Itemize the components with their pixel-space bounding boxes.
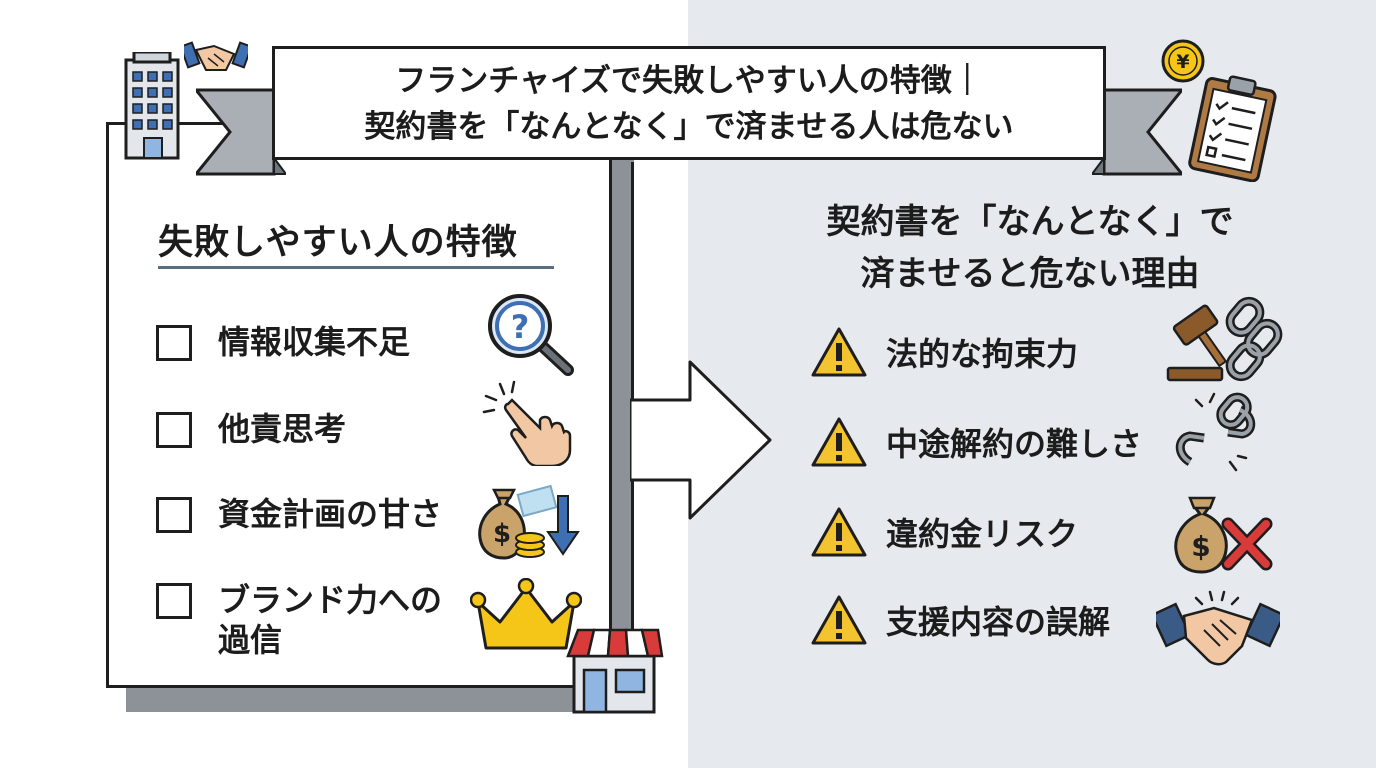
checkbox[interactable] <box>156 412 192 448</box>
svg-text:$: $ <box>493 519 511 549</box>
checkbox[interactable] <box>156 497 192 533</box>
left-heading-underline <box>158 266 554 269</box>
warning-item-label: 法的な拘束力 <box>886 335 1079 373</box>
svg-text:?: ? <box>511 308 530 346</box>
broken-chain-icon <box>1175 392 1256 472</box>
warning-item: 違約金リスク <box>810 506 1078 558</box>
yen-coin-icon: ¥ <box>1161 39 1205 83</box>
checklist-item-label: 資金計画の甘さ <box>218 495 443 533</box>
warning-item: 支援内容の誤解 <box>810 594 1110 646</box>
right-heading-line-2: 済ませると危ない理由 <box>860 254 1200 294</box>
warning-item: 法的な拘束力 <box>810 326 1078 378</box>
money-bag-down-arrow-icon: $ <box>478 484 580 560</box>
checklist-item-label: 他責思考 <box>218 410 347 448</box>
checklist-item: 他責思考 <box>156 409 468 449</box>
warning-triangle-icon <box>811 327 867 377</box>
magnifier-question-icon: ? <box>488 294 574 376</box>
banner-ribbon-left <box>196 88 286 176</box>
warning-item: 中途解約の難しさ <box>810 416 1142 468</box>
warning-triangle-icon <box>811 595 867 645</box>
right-heading-line-1: 契約書を「なんとなく」で <box>826 202 1234 242</box>
right-panel-heading: 契約書を「なんとなく」で 済ませると危ない理由 <box>770 196 1290 300</box>
banner-ribbon-right <box>1092 88 1182 176</box>
crown-icon <box>470 578 582 650</box>
checklist-item: 資金計画の甘さ <box>156 494 468 534</box>
checkbox[interactable] <box>156 325 192 361</box>
checklist-item-label: 情報収集不足 <box>218 323 411 361</box>
left-panel-heading: 失敗しやすい人の特徴 <box>158 223 518 263</box>
warning-item-label: 支援内容の誤解 <box>886 603 1111 641</box>
clipboard-checklist-icon <box>1188 75 1277 182</box>
warning-item-label: 違約金リスク <box>886 515 1079 553</box>
svg-text:¥: ¥ <box>1176 51 1189 73</box>
warning-triangle-icon <box>811 507 867 557</box>
title-line-2: 契約書を「なんとなく」で済ませる人は危ない <box>364 109 1014 145</box>
checkbox[interactable] <box>156 583 192 619</box>
transition-arrow <box>630 360 772 520</box>
svg-text:$: $ <box>1191 530 1210 563</box>
title-banner: フランチャイズで失敗しやすい人の特徴｜ 契約書を「なんとなく」で済ませる人は危な… <box>272 46 1106 160</box>
office-building-icon <box>124 52 180 160</box>
money-bag-cross-icon: $ <box>1174 496 1273 574</box>
warning-item-label: 中途解約の難しさ <box>886 425 1143 463</box>
handshake-icon <box>1156 590 1280 666</box>
title-line-1: フランチャイズで失敗しやすい人の特徴｜ <box>395 63 983 99</box>
checklist-item: 情報収集不足 <box>156 322 468 362</box>
storefront-icon <box>566 628 664 714</box>
checklist-item: ブランド力への過信 <box>156 580 468 660</box>
checklist-item-label: ブランド力への過信 <box>218 581 443 659</box>
warning-triangle-icon <box>811 417 867 467</box>
pointing-hand-icon <box>482 380 572 466</box>
small-handshake-icon <box>184 41 248 71</box>
gavel-chain-icon <box>1166 296 1283 382</box>
